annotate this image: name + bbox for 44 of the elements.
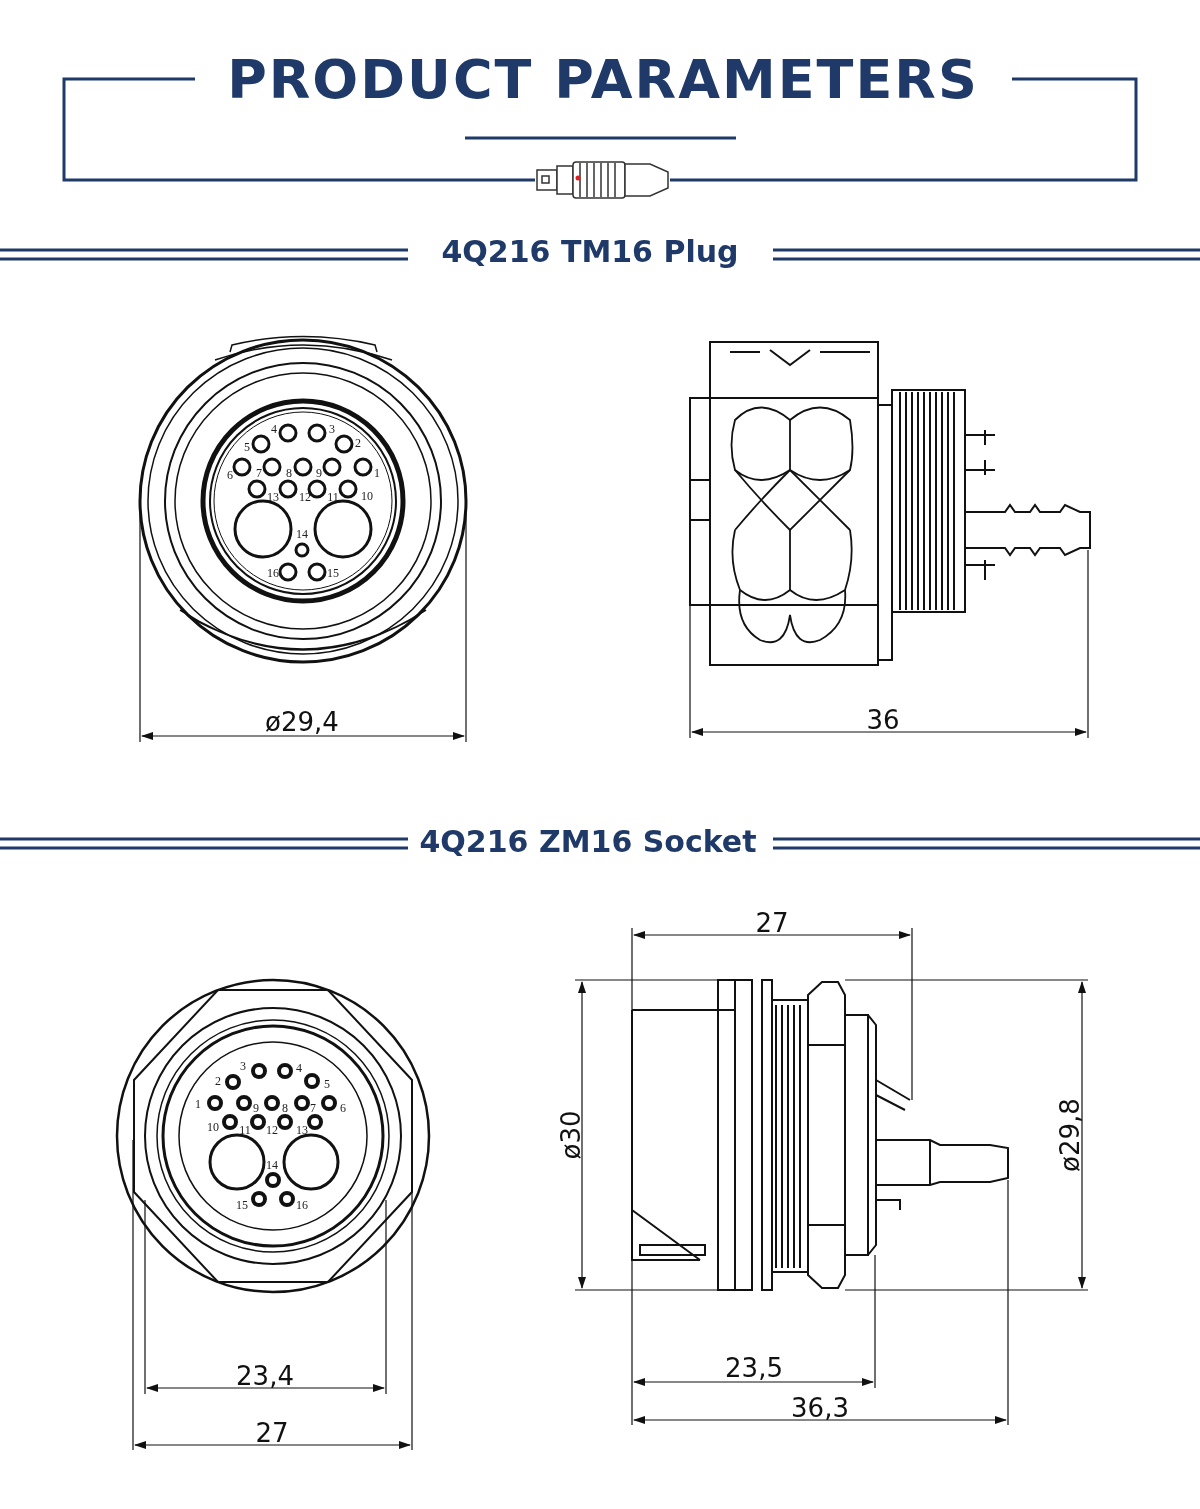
- pin-number: 6: [227, 469, 233, 481]
- page-title: PRODUCT PARAMETERS: [227, 53, 979, 107]
- dimension-value: 36,3: [791, 1395, 849, 1421]
- pin-number: 11: [239, 1124, 251, 1136]
- pin-number: 4: [271, 423, 277, 435]
- dimension-value: 36: [866, 707, 900, 733]
- pin-number: 12: [266, 1124, 278, 1136]
- pin-number: 7: [310, 1102, 316, 1114]
- dimension-value: ø29,8: [1057, 1098, 1083, 1172]
- section-heading: 4Q216 TM16 Plug: [441, 237, 739, 267]
- pin-number: 16: [267, 567, 279, 579]
- section-heading: 4Q216 ZM16 Socket: [419, 827, 757, 857]
- pin-number: 14: [296, 528, 308, 540]
- pin-number: 9: [316, 467, 322, 479]
- pin-number: 7: [256, 467, 262, 479]
- dimension-value: 27: [755, 910, 789, 936]
- dimension-value: ø30: [558, 1110, 584, 1160]
- dimension-value: ø29,4: [265, 709, 339, 735]
- pin-number: 15: [236, 1199, 248, 1211]
- dimension-value: 23,5: [725, 1355, 783, 1381]
- pin-number: 13: [296, 1124, 308, 1136]
- pin-number: 13: [267, 491, 279, 503]
- pin-number: 8: [282, 1102, 288, 1114]
- dimension-value: 27: [255, 1420, 289, 1446]
- pin-number: 3: [240, 1060, 246, 1072]
- pin-number: 3: [329, 423, 335, 435]
- pin-number: 16: [296, 1199, 308, 1211]
- pin-number: 9: [253, 1102, 259, 1114]
- pin-number: 4: [296, 1062, 302, 1074]
- pin-number: 8: [286, 467, 292, 479]
- pin-number: 1: [195, 1098, 201, 1110]
- pin-number: 5: [244, 441, 250, 453]
- pin-number: 6: [340, 1102, 346, 1114]
- pin-number: 12: [299, 491, 311, 503]
- pin-number: 14: [266, 1159, 278, 1171]
- pin-number: 10: [361, 490, 373, 502]
- pin-number: 10: [207, 1121, 219, 1133]
- pin-number: 11: [327, 491, 339, 503]
- pin-number: 15: [327, 567, 339, 579]
- dimension-value: 23,4: [236, 1363, 294, 1389]
- pin-number: 2: [215, 1075, 221, 1087]
- pin-number: 2: [355, 437, 361, 449]
- pin-number: 1: [374, 467, 380, 479]
- pin-number: 5: [324, 1078, 330, 1090]
